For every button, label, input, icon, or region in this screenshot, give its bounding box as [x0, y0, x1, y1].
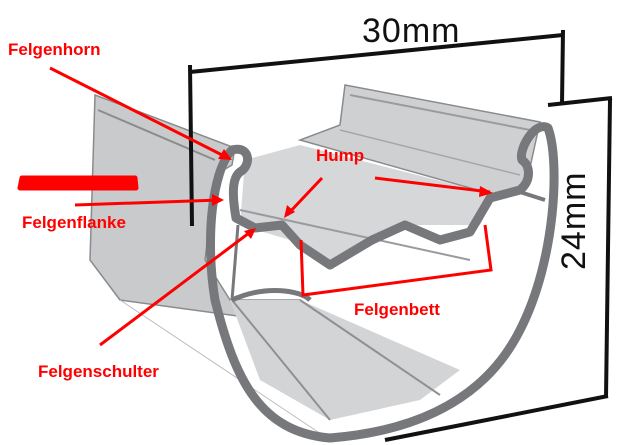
height-dimension: 24mm	[555, 171, 593, 270]
label-felgenflanke: Felgenflanke	[22, 213, 126, 232]
shoulder-arrow	[99, 228, 254, 347]
scribbled-out-label	[17, 175, 139, 191]
label-felgenschulter: Felgenschulter	[38, 362, 159, 381]
rim-profile	[205, 122, 559, 443]
label-felgenhorn: Felgenhorn	[8, 40, 101, 59]
dimension-lines	[188, 29, 613, 442]
horn-arrow	[49, 66, 229, 160]
width-dimension: 30mm	[362, 12, 461, 50]
arrow-heads	[212, 149, 493, 239]
label-felgenbett: Felgenbett	[354, 300, 440, 319]
hump-arrow-left	[285, 176, 324, 217]
hump-arrow-right	[374, 176, 491, 194]
label-hump: Hump	[316, 146, 365, 165]
flank-arrow	[74, 198, 221, 207]
bed-bracket	[299, 224, 493, 297]
annotation-lines	[49, 66, 493, 347]
